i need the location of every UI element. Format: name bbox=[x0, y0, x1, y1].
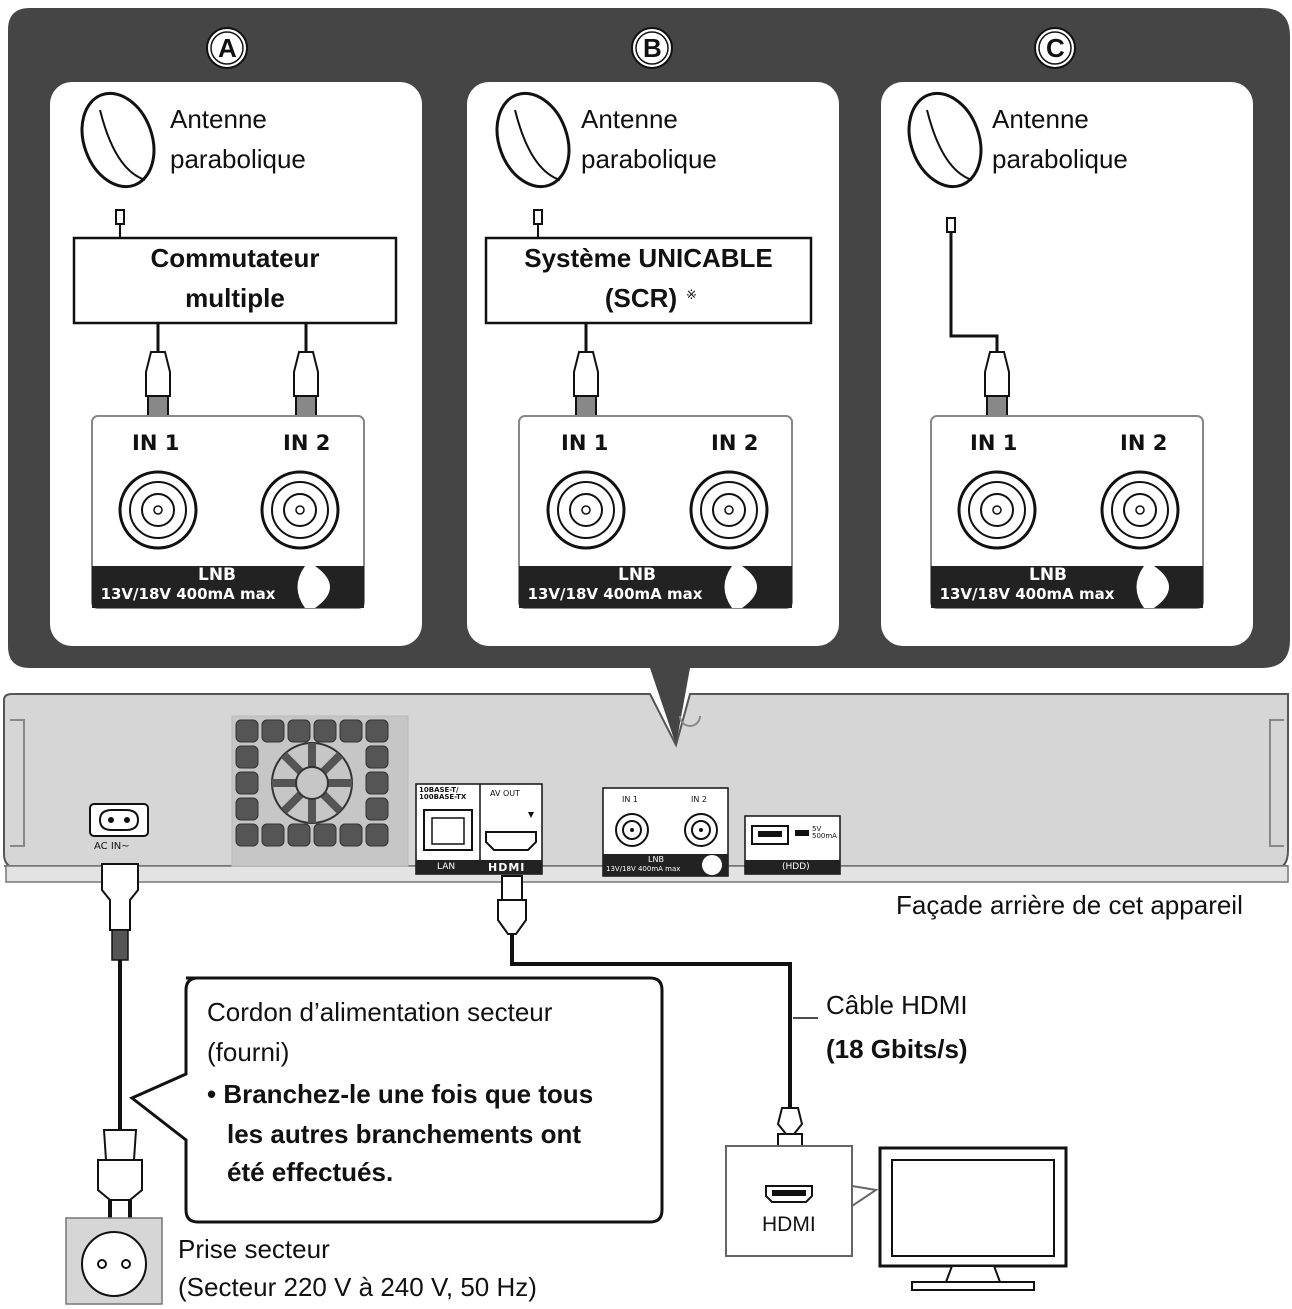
power-cord bbox=[97, 863, 143, 1240]
satellite-dish-icon bbox=[495, 91, 571, 189]
power-cord-line-2: (fourni) bbox=[207, 1037, 290, 1067]
antenna-label: Antenne bbox=[992, 104, 1089, 134]
unicable-note-mark: ※ bbox=[686, 287, 697, 302]
lnb-spec: 13V/18V 400mA max bbox=[100, 585, 276, 603]
input-panel-a bbox=[91, 415, 365, 609]
panel-letter: B bbox=[643, 33, 662, 63]
usb-spec: 5V 500mA bbox=[812, 825, 837, 840]
unicable-box bbox=[484, 236, 813, 325]
hdmi-cable-speed: (18 Gbits/s) bbox=[826, 1034, 968, 1064]
rear-lnb-block bbox=[602, 787, 729, 877]
ac-in-label: AC IN~ bbox=[94, 841, 130, 852]
hdmi-cable-label: Câble HDMI bbox=[826, 990, 968, 1020]
satellite-dish-icon bbox=[80, 91, 156, 189]
power-cord-instruction: les autres branchements ont bbox=[227, 1119, 581, 1149]
rear-in2-label: IN 2 bbox=[691, 795, 707, 804]
multiswitch-title: Commutateur bbox=[150, 243, 320, 273]
unicable-title: (SCR) bbox=[604, 283, 678, 313]
rear-in1-label: IN 1 bbox=[622, 795, 638, 804]
in1-label: IN 1 bbox=[132, 431, 180, 455]
usb-block bbox=[744, 815, 841, 875]
ac-inlet-icon bbox=[89, 803, 149, 837]
cable bbox=[156, 232, 999, 352]
antenna-label: parabolique bbox=[170, 144, 306, 174]
tv-icon bbox=[878, 1146, 1068, 1291]
circle-letter-c bbox=[1034, 27, 1076, 69]
antenna-label: parabolique bbox=[992, 144, 1128, 174]
tv-hdmi-box bbox=[725, 1145, 879, 1257]
rear-panel-caption: Façade arrière de cet appareil bbox=[896, 890, 1243, 920]
rear-lnb-spec: 13V/18V 400mA max bbox=[606, 865, 681, 873]
connector-icon bbox=[115, 209, 956, 238]
circle-letter-a bbox=[206, 27, 248, 69]
power-cord-instruction: • Branchez-le une fois que tous bbox=[207, 1079, 594, 1109]
lnb-spec: 13V/18V 400mA max bbox=[527, 585, 703, 603]
antenna-label: Antenne bbox=[170, 104, 267, 134]
input-panel-b bbox=[518, 415, 793, 609]
lnb-title: LNB bbox=[197, 565, 237, 585]
panel-letter: A bbox=[218, 33, 237, 63]
rear-lnb-title: LNB bbox=[648, 855, 664, 864]
input-panel-c bbox=[930, 415, 1204, 609]
lan-spec-label: 10BASE-T/ 100BASE-TX bbox=[419, 786, 467, 801]
in2-label: IN 2 bbox=[1120, 431, 1168, 455]
lnb-spec: 13V/18V 400mA max bbox=[939, 585, 1115, 603]
in2-label: IN 2 bbox=[283, 431, 331, 455]
av-out-label: AV OUT bbox=[490, 789, 521, 798]
in2-label: IN 2 bbox=[711, 431, 759, 455]
in1-label: IN 1 bbox=[561, 431, 609, 455]
wall-outlet-icon bbox=[65, 1217, 163, 1305]
lan-hdmi-block bbox=[415, 783, 543, 875]
power-cord-instruction: été effectués. bbox=[227, 1157, 394, 1187]
usb-hdd-label: (HDD) bbox=[782, 862, 810, 872]
multiswitch-box bbox=[72, 236, 398, 325]
in1-label: IN 1 bbox=[970, 431, 1018, 455]
lan-label: LAN bbox=[437, 862, 456, 872]
fan-grille-icon bbox=[235, 719, 389, 847]
tv-hdmi-label: HDMI bbox=[762, 1213, 816, 1236]
coax-socket-icon bbox=[118, 470, 1180, 550]
lnb-title: LNB bbox=[617, 565, 657, 585]
multiswitch-title: multiple bbox=[185, 283, 285, 313]
hdmi-logo: HDMI bbox=[488, 861, 526, 874]
outlet-label: Prise secteur bbox=[178, 1234, 330, 1264]
panel-letter: C bbox=[1046, 33, 1065, 63]
antenna-label: Antenne bbox=[581, 104, 678, 134]
power-cord-line-1: Cordon d’alimentation secteur bbox=[207, 997, 553, 1027]
unicable-title: Système UNICABLE bbox=[524, 243, 773, 273]
antenna-label: parabolique bbox=[581, 144, 717, 174]
satellite-dish-icon bbox=[907, 91, 983, 189]
lnb-title: LNB bbox=[1028, 565, 1068, 585]
power-callout-box bbox=[129, 976, 664, 1224]
circle-letter-b bbox=[631, 27, 673, 69]
f-connector-icon bbox=[145, 351, 1010, 428]
outlet-voltage-label: (Secteur 220 V à 240 V, 50 Hz) bbox=[178, 1272, 537, 1302]
